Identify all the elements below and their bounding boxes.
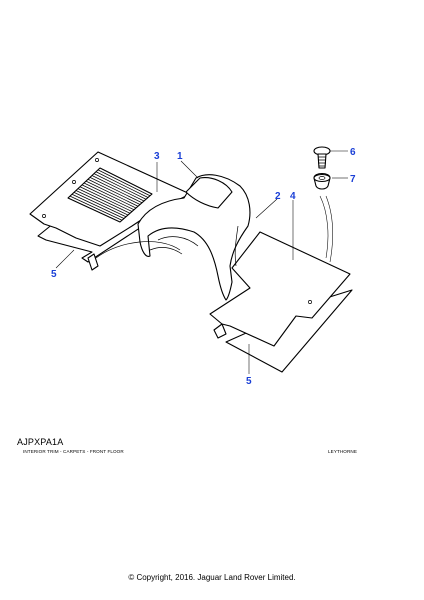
- callout-6: 6: [350, 147, 356, 158]
- left-trim-strip: [87, 253, 99, 271]
- heel-pad-rib: [77, 188, 131, 214]
- carpet-hole: [42, 214, 46, 218]
- leader-2: [255, 198, 278, 219]
- clip-fastener: [313, 172, 331, 190]
- heel-pad-rib: [69, 195, 123, 221]
- tunnel-carpet: [137, 174, 251, 301]
- heel-pad-rib: [83, 182, 137, 209]
- copyright-notice: © Copyright, 2016. Jaguar Land Rover Lim…: [128, 573, 296, 582]
- stud-fastener: [313, 146, 331, 169]
- heel-pad-rib: [79, 186, 133, 212]
- heel-pad-rib: [81, 184, 135, 211]
- heel-pad-rib: [75, 190, 129, 216]
- reference-code: AJPXPA1A: [17, 437, 64, 447]
- heel-pad: [67, 167, 153, 223]
- heel-pad-rib: [87, 178, 141, 205]
- brand-label: LEYTHORNE: [328, 449, 357, 454]
- heel-pad-rib: [97, 169, 151, 197]
- right-carpet: [209, 231, 351, 347]
- heel-pad-rib: [91, 175, 145, 202]
- fastener-leader: [319, 195, 329, 259]
- callout-3: 3: [154, 151, 160, 162]
- heel-pad-rib: [73, 192, 127, 218]
- callout-7: 7: [350, 174, 356, 185]
- callout-4: 4: [290, 191, 296, 202]
- heel-pad-rib: [71, 193, 125, 219]
- heel-pad-rib: [85, 180, 139, 207]
- carpet-hole: [308, 300, 312, 304]
- callout-2: 2: [275, 191, 281, 202]
- reference-title: INTERIOR TRIM - CARPETS - FRONT FLOOR: [23, 449, 124, 454]
- callout-1: 1: [177, 151, 183, 162]
- leader-5a: [55, 249, 75, 269]
- heel-pad-rib: [89, 177, 143, 204]
- leader-1: [180, 160, 199, 179]
- carpet-hole: [95, 158, 99, 162]
- heel-pad-rib: [95, 171, 149, 198]
- tunnel-lower-arc: [95, 241, 181, 259]
- callout-5-right: 5: [246, 376, 252, 387]
- right-trim-strip: [213, 323, 227, 339]
- callout-5-left: 5: [51, 269, 57, 280]
- fastener-leader: [325, 195, 333, 263]
- heel-pad-rib: [93, 173, 147, 200]
- carpet-hole: [72, 180, 76, 184]
